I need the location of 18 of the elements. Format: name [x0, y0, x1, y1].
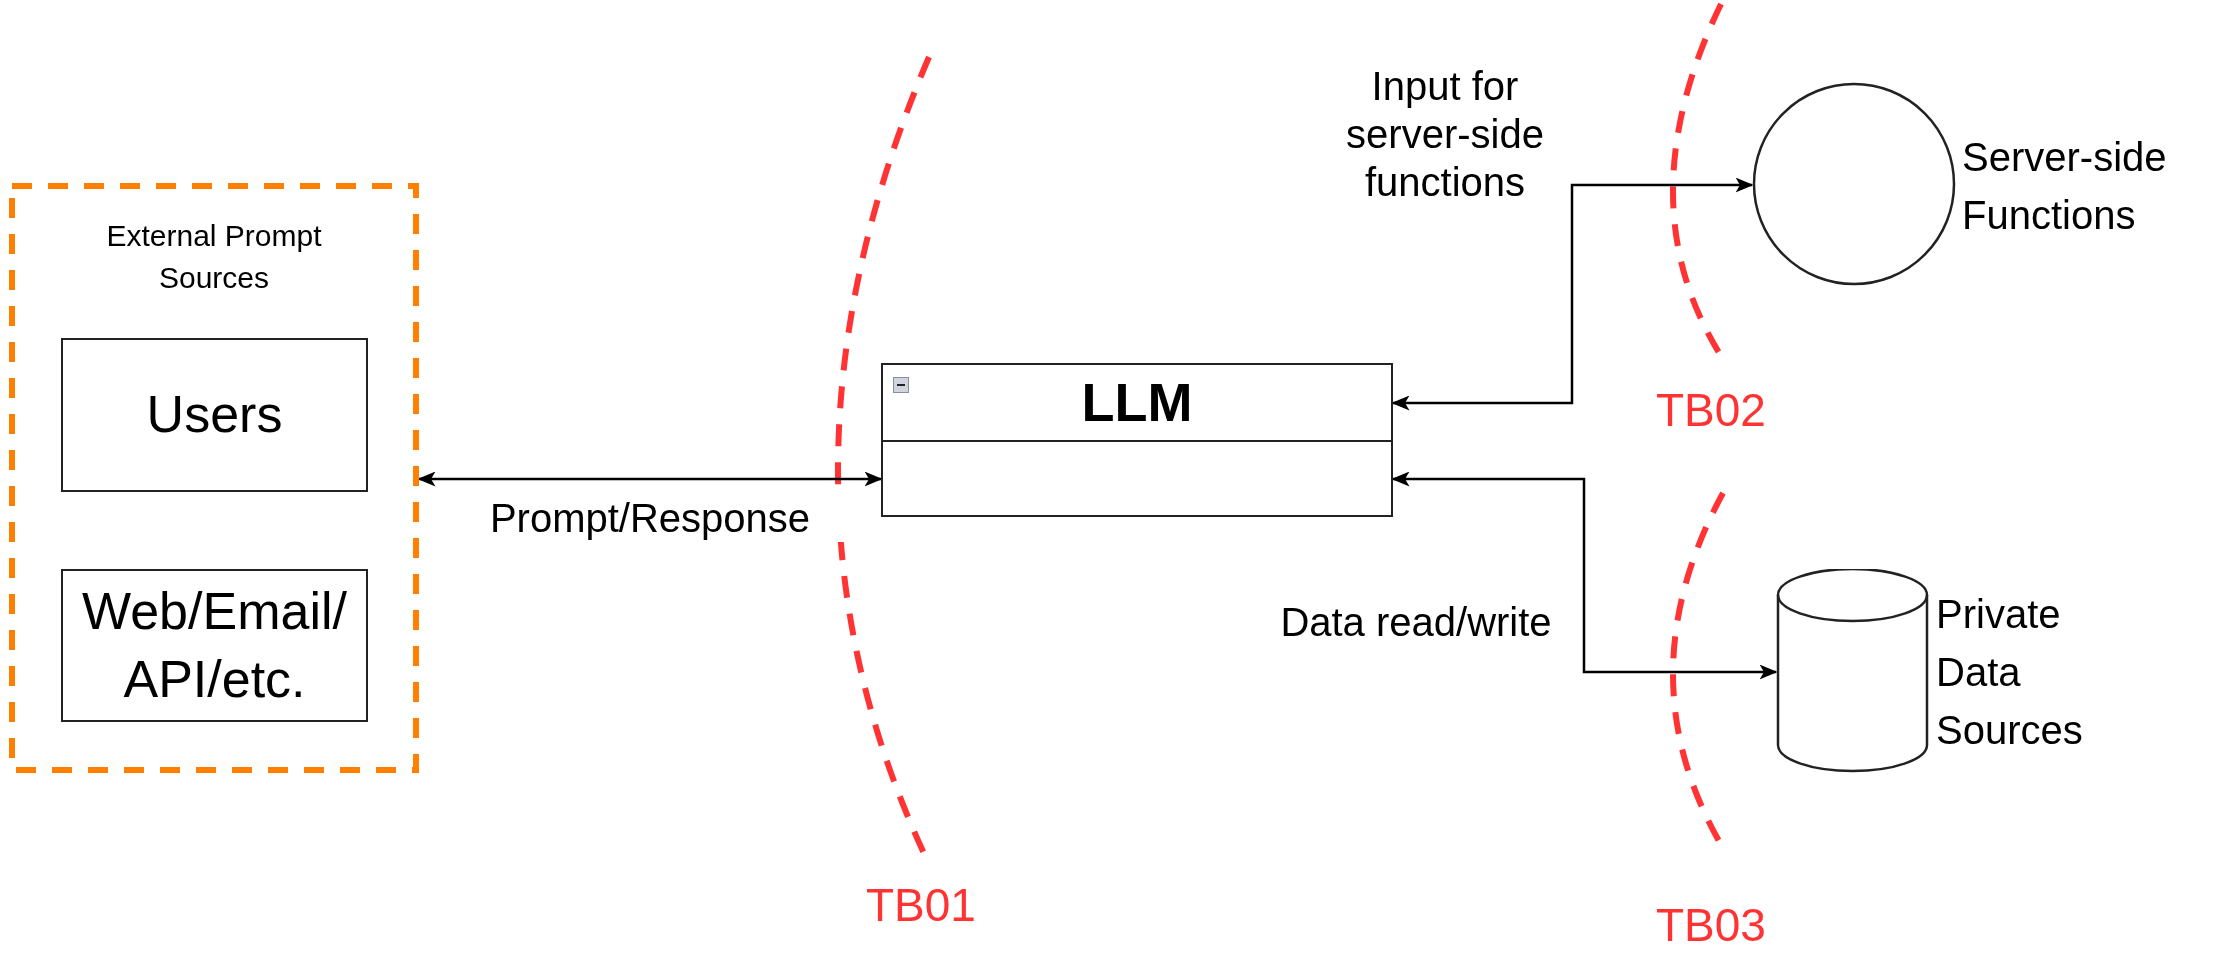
database-cylinder [1776, 569, 1929, 773]
component-box [881, 363, 1393, 517]
group-title: External Prompt Sources [105, 218, 323, 296]
boundary-label: TB01 [866, 878, 976, 933]
box-label: Users [146, 384, 283, 446]
connector-arrow [1391, 471, 1778, 680]
boundary-label: TB02 [1656, 383, 1766, 438]
boundary-label: TB03 [1656, 898, 1766, 953]
process-box [61, 338, 368, 492]
connector-arrow [417, 471, 883, 487]
node-caption: Private Data Sources [1936, 591, 2084, 754]
function-circle [1752, 82, 1956, 286]
box-label: Web/Email/ API/etc. [81, 580, 348, 710]
dashed-group-box [9, 183, 419, 773]
node-caption: Server-side Functions [1962, 134, 2168, 239]
component-title: LLM [1080, 371, 1194, 434]
connector-arrow [1391, 177, 1754, 411]
process-box [61, 569, 368, 722]
